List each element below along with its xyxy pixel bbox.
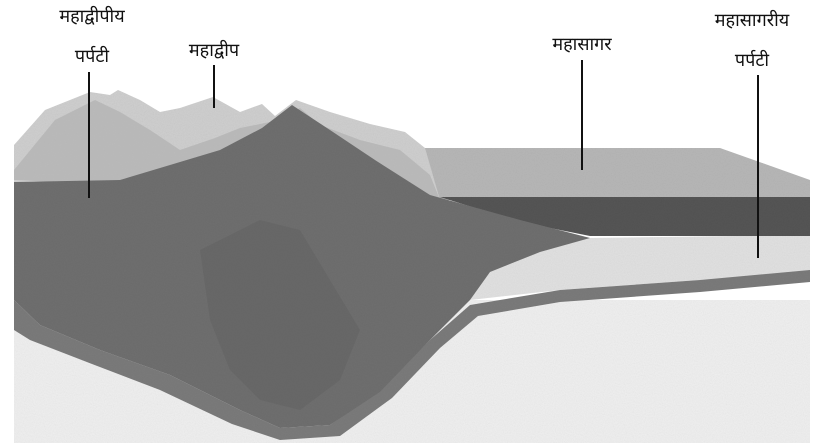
ocean-water	[425, 148, 810, 200]
label-ocean: महासागर	[552, 34, 612, 55]
label-continental-crust-line2: पर्पटी	[75, 45, 110, 67]
label-continental-crust-line1: महाद्वीपीय	[59, 5, 125, 27]
label-continent: महाद्वीप	[189, 39, 240, 61]
label-oceanic-crust-line1: महासागरीय	[715, 9, 790, 31]
label-oceanic-crust-line2: पर्पटी	[735, 49, 770, 71]
